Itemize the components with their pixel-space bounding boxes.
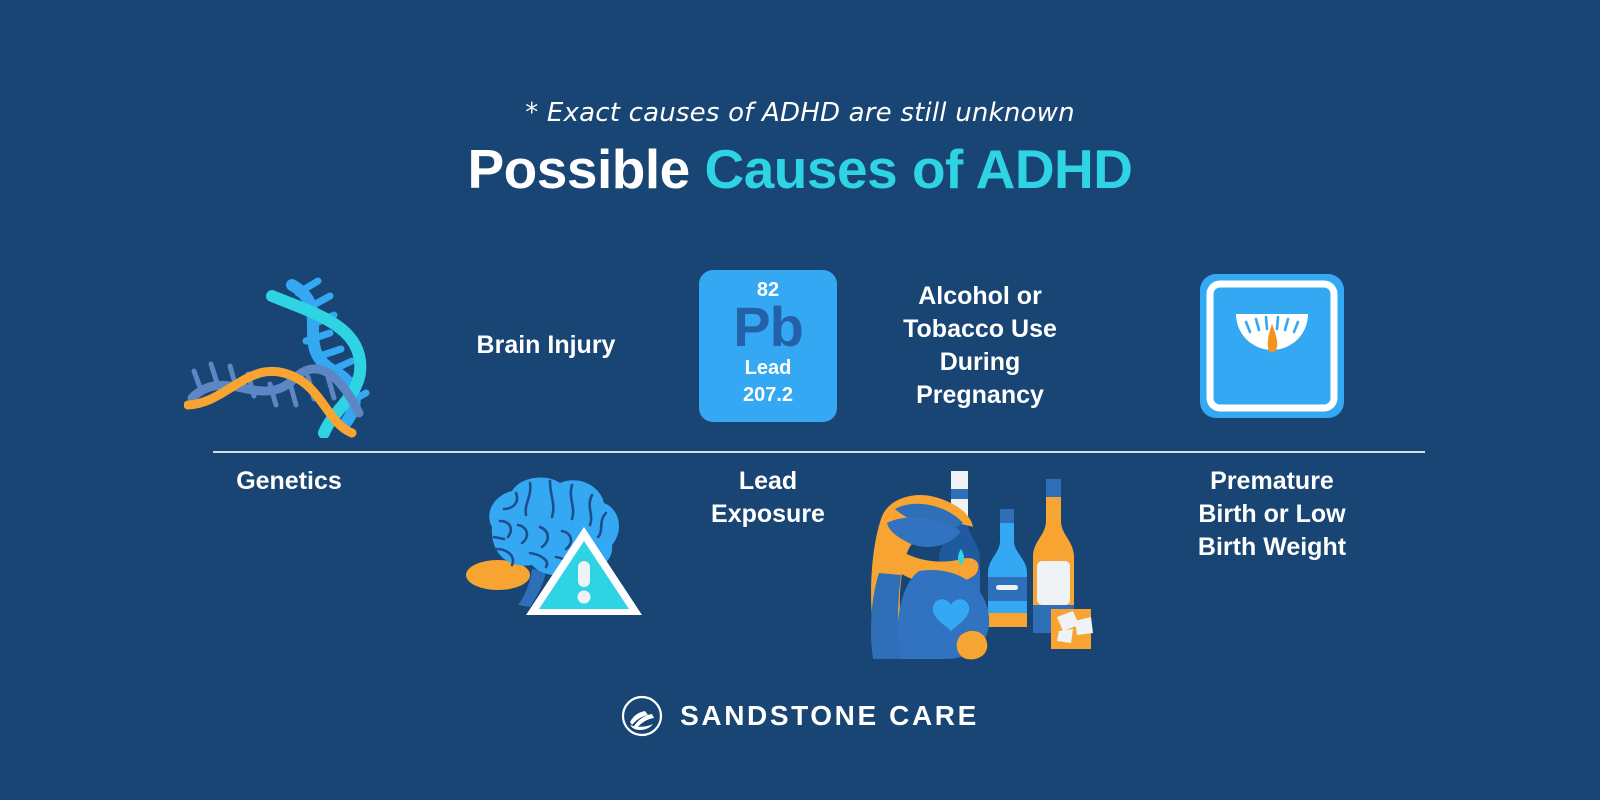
lead-element-name: Lead <box>744 356 792 379</box>
causes-row: Genetics Brain Injury <box>0 240 1600 660</box>
brain-injury-label-slot: Brain Injury <box>416 240 676 451</box>
brain-injury-icon-slot <box>416 465 676 660</box>
lead-symbol: Pb <box>733 294 804 358</box>
alcohol-tobacco-icon-slot <box>850 465 1110 660</box>
cause-label-lead-exposure: Lead Exposure <box>711 467 825 528</box>
sandstone-circle-logo-icon <box>621 695 663 737</box>
cause-column-premature-birth: Premature Birth or Low Birth Weight <box>1142 240 1402 660</box>
brain-warning-icon <box>446 465 646 615</box>
page-title-primary: Possible <box>467 138 691 200</box>
lead-label-slot: Lead Exposure <box>638 465 898 660</box>
lead-atomic-number: 82 <box>756 278 780 301</box>
premature-birth-label-slot: Premature Birth or Low Birth Weight <box>1142 465 1402 660</box>
alcohol-tobacco-label-slot: Alcohol or Tobacco Use During Pregnancy <box>850 240 1110 451</box>
page-title: Possible Causes of ADHD <box>0 142 1600 197</box>
page-header: * Exact causes of ADHD are still unknown… <box>0 0 1600 197</box>
disclaimer-note: * Exact causes of ADHD are still unknown <box>525 98 1075 128</box>
cause-label-alcohol-tobacco: Alcohol or Tobacco Use During Pregnancy <box>903 281 1057 409</box>
lead-tile-slot: 82 Pb Lead 207.2 <box>638 240 898 451</box>
brand-name: SANDSTONE CARE <box>680 700 979 731</box>
cause-label-genetics: Genetics <box>236 467 342 495</box>
cause-column-lead-exposure: 82 Pb Lead 207.2 Lead Exposure <box>638 240 898 660</box>
lead-atomic-mass: 207.2 <box>742 383 794 406</box>
page-title-accent: Causes of ADHD <box>689 138 1133 200</box>
pregnant-woman-bottles-icon <box>865 465 1095 665</box>
cause-column-brain-injury: Brain Injury <box>416 240 676 660</box>
cause-label-brain-injury: Brain Injury <box>476 331 616 359</box>
horizontal-divider <box>213 451 1425 453</box>
cause-column-alcohol-tobacco: Alcohol or Tobacco Use During Pregnancy <box>850 240 1110 660</box>
genetics-icon-slot <box>159 240 419 451</box>
weight-scale-slot <box>1142 240 1402 451</box>
cause-column-genetics: Genetics <box>159 240 419 660</box>
genetics-label-slot: Genetics <box>159 465 419 660</box>
lead-element-tile: 82 Pb Lead 207.2 <box>699 269 837 422</box>
dna-icon <box>184 253 394 438</box>
weight-scale-icon <box>1198 272 1346 420</box>
cause-label-premature-birth: Premature Birth or Low Birth Weight <box>1197 467 1347 561</box>
footer-branding: SANDSTONE CARE <box>0 695 1600 737</box>
